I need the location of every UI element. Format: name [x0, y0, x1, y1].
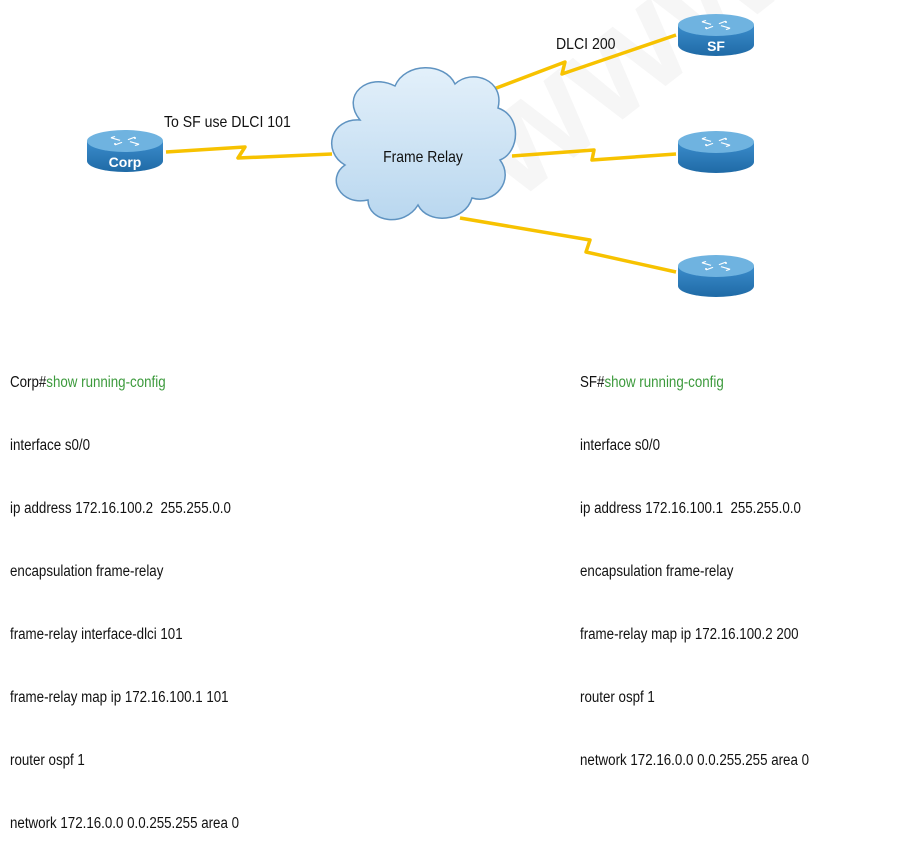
sf-config-line: ip address 172.16.100.1 255.255.0.0 — [580, 500, 801, 517]
corp-command: show running-config — [46, 374, 166, 391]
router-4-link — [459, 216, 677, 274]
corp-config-prompt-line: Corp#show running-config — [10, 372, 239, 393]
corp-config-line: encapsulation frame-relay — [10, 563, 164, 580]
corp-config: Corp#show running-config interface s0/0 … — [10, 330, 239, 855]
cloud-label: Frame Relay — [383, 149, 463, 166]
sf-command: show running-config — [604, 374, 724, 391]
frame-relay-cloud — [330, 67, 517, 221]
corp-router-label: Corp — [109, 154, 142, 170]
corp-config-line: router ospf 1 — [10, 752, 85, 769]
router-4-icon — [678, 255, 754, 297]
corp-config-line: ip address 172.16.100.2 255.255.0.0 — [10, 500, 231, 517]
sf-config: SF#show running-config interface s0/0 ip… — [580, 330, 809, 792]
corp-router-icon: Corp — [87, 130, 163, 172]
network-diagram: Frame Relay Corp SF — [87, 14, 754, 297]
sf-config-line: frame-relay map ip 172.16.100.2 200 — [580, 626, 799, 643]
corp-config-line: interface s0/0 — [10, 437, 91, 454]
router-3-icon — [678, 131, 754, 173]
sf-config-line: interface s0/0 — [580, 437, 661, 454]
sf-link-label: DLCI 200 — [556, 36, 616, 53]
corp-config-line: frame-relay map ip 172.16.100.1 101 — [10, 689, 229, 706]
sf-config-prompt-line: SF#show running-config — [580, 372, 809, 393]
sf-link — [469, 33, 677, 100]
corp-config-line: frame-relay interface-dlci 101 — [10, 626, 183, 643]
sf-router-label: SF — [707, 38, 725, 54]
corp-link-label: To SF use DLCI 101 — [164, 114, 291, 131]
corp-link — [165, 145, 333, 160]
corp-config-line: network 172.16.0.0 0.0.255.255 area 0 — [10, 815, 240, 832]
sf-config-line: router ospf 1 — [580, 689, 655, 706]
sf-config-line: encapsulation frame-relay — [580, 563, 734, 580]
corp-prompt: Corp# — [10, 374, 47, 391]
router-3-link — [511, 148, 677, 162]
sf-router-icon: SF — [678, 14, 754, 56]
sf-config-line: network 172.16.0.0 0.0.255.255 area 0 — [580, 752, 810, 769]
sf-prompt: SF# — [580, 374, 605, 391]
